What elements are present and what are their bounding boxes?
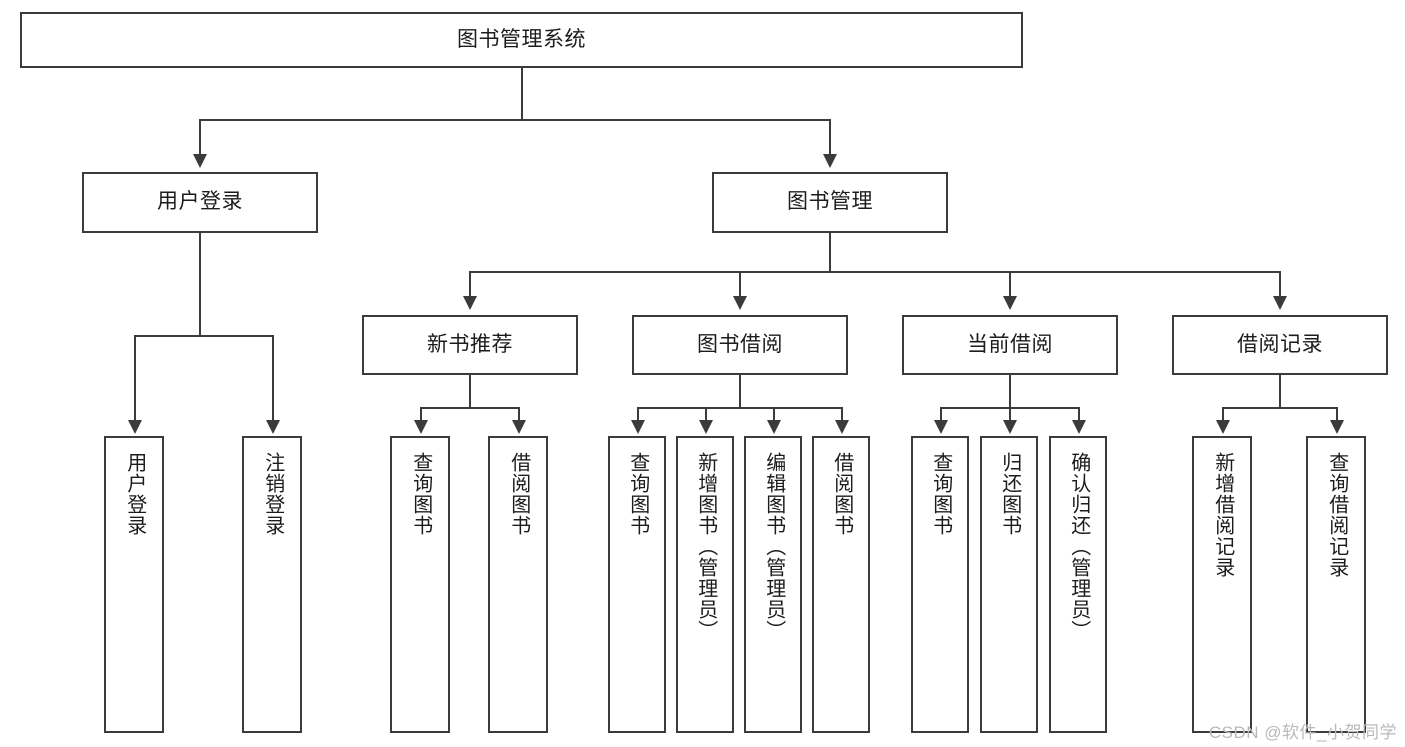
connector-cb-to-leaf-0 — [940, 407, 942, 422]
connector-root-trunk — [521, 68, 523, 119]
arrow-cb-to-leaf-0 — [934, 420, 948, 434]
node-label: 编辑图书（管理员） — [762, 452, 785, 641]
connector-user-login-bar — [134, 335, 274, 337]
node-label: 当前借阅 — [967, 332, 1053, 356]
arrow-bb-to-leaf-1 — [699, 420, 713, 434]
connector-bm-to-current-borrow — [1009, 271, 1011, 298]
arrow-bm-to-current-borrow — [1003, 296, 1017, 310]
connector-user-login-trunk — [199, 233, 201, 335]
node-label: 新书推荐 — [427, 332, 513, 356]
node-label: 用户登录 — [157, 190, 243, 214]
leaf-book-borrow-add-book-admin[interactable]: 新增图书（管理员） — [676, 436, 734, 733]
connector-root-bar — [199, 119, 831, 121]
node-label: 归还图书 — [998, 452, 1021, 536]
leaf-borrow-record-add-record[interactable]: 新增借阅记录 — [1192, 436, 1252, 733]
arrow-bm-to-borrow-record — [1273, 296, 1287, 310]
arrow-root-to-user-login — [193, 154, 207, 168]
connector-nb-to-leaf-1 — [518, 407, 520, 422]
node-new-book-recommend[interactable]: 新书推荐 — [362, 315, 578, 375]
arrow-bb-to-leaf-0 — [631, 420, 645, 434]
connector-bm-to-book-borrow — [739, 271, 741, 298]
connector-book-management-trunk — [829, 233, 831, 271]
leaf-new-book-query-book[interactable]: 查询图书 — [390, 436, 450, 733]
leaf-current-borrow-query-book[interactable]: 查询图书 — [911, 436, 969, 733]
node-label: 新增图书（管理员） — [694, 452, 717, 641]
node-label: 图书管理系统 — [457, 27, 586, 51]
node-root-book-management-system[interactable]: 图书管理系统 — [20, 12, 1023, 68]
connector-cb-to-leaf-2 — [1078, 407, 1080, 422]
node-label: 确认归还（管理员） — [1067, 452, 1090, 641]
connector-user-login-to-leaf-1 — [272, 335, 274, 422]
arrow-root-to-book-management — [823, 154, 837, 168]
connector-borrow-record-trunk — [1279, 375, 1281, 407]
arrow-cb-to-leaf-1 — [1003, 420, 1017, 434]
node-current-borrow[interactable]: 当前借阅 — [902, 315, 1118, 375]
connector-nb-to-leaf-0 — [420, 407, 422, 422]
connector-current-borrow-trunk — [1009, 375, 1011, 407]
leaf-new-book-borrow-book[interactable]: 借阅图书 — [488, 436, 548, 733]
node-label: 查询借阅记录 — [1325, 452, 1348, 578]
connector-bm-to-new-book — [469, 271, 471, 298]
node-label: 图书借阅 — [697, 332, 783, 356]
connector-bb-to-leaf-0 — [637, 407, 639, 422]
arrow-bm-to-new-book-recommend — [463, 296, 477, 310]
connector-bb-to-leaf-1 — [705, 407, 707, 422]
connector-br-to-leaf-1 — [1336, 407, 1338, 422]
arrow-br-to-leaf-1 — [1330, 420, 1344, 434]
node-label: 借阅图书 — [830, 452, 853, 536]
arrow-bb-to-leaf-2 — [767, 420, 781, 434]
node-label: 查询图书 — [409, 452, 432, 536]
leaf-borrow-record-query-record[interactable]: 查询借阅记录 — [1306, 436, 1366, 733]
leaf-book-borrow-borrow-book[interactable]: 借阅图书 — [812, 436, 870, 733]
connector-bb-to-leaf-2 — [773, 407, 775, 422]
connector-root-to-book-management — [829, 119, 831, 156]
arrow-nb-to-leaf-0 — [414, 420, 428, 434]
leaf-book-borrow-query-book[interactable]: 查询图书 — [608, 436, 666, 733]
node-label: 注销登录 — [261, 452, 284, 536]
connector-book-management-bar — [469, 271, 1280, 273]
arrow-user-login-to-leaf-1 — [266, 420, 280, 434]
leaf-user-login-logout[interactable]: 注销登录 — [242, 436, 302, 733]
arrow-nb-to-leaf-1 — [512, 420, 526, 434]
leaf-user-login-login[interactable]: 用户登录 — [104, 436, 164, 733]
leaf-book-borrow-edit-book-admin[interactable]: 编辑图书（管理员） — [744, 436, 802, 733]
node-label: 图书管理 — [787, 190, 873, 214]
arrow-br-to-leaf-0 — [1216, 420, 1230, 434]
connector-user-login-to-leaf-0 — [134, 335, 136, 422]
arrow-cb-to-leaf-2 — [1072, 420, 1086, 434]
connector-cb-to-leaf-1 — [1009, 407, 1011, 422]
connector-bm-to-borrow-record — [1279, 271, 1281, 298]
node-borrow-record[interactable]: 借阅记录 — [1172, 315, 1388, 375]
node-label: 借阅图书 — [507, 452, 530, 536]
connector-root-to-user-login — [199, 119, 201, 156]
node-label: 查询图书 — [626, 452, 649, 536]
connector-borrow-record-bar — [1222, 407, 1338, 409]
node-label: 查询图书 — [929, 452, 952, 536]
connector-bb-to-leaf-3 — [841, 407, 843, 422]
node-book-management[interactable]: 图书管理 — [712, 172, 948, 233]
connector-new-book-trunk — [469, 375, 471, 407]
node-book-borrow[interactable]: 图书借阅 — [632, 315, 848, 375]
connector-new-book-bar — [420, 407, 520, 409]
arrow-bm-to-book-borrow — [733, 296, 747, 310]
connector-br-to-leaf-0 — [1222, 407, 1224, 422]
node-label: 借阅记录 — [1237, 332, 1323, 356]
arrow-bb-to-leaf-3 — [835, 420, 849, 434]
node-label: 用户登录 — [123, 452, 146, 536]
connector-book-borrow-trunk — [739, 375, 741, 407]
arrow-user-login-to-leaf-0 — [128, 420, 142, 434]
node-label: 新增借阅记录 — [1211, 452, 1234, 578]
leaf-current-borrow-return-book[interactable]: 归还图书 — [980, 436, 1038, 733]
connector-book-borrow-bar — [637, 407, 843, 409]
leaf-current-borrow-confirm-return-admin[interactable]: 确认归还（管理员） — [1049, 436, 1107, 733]
node-user-login[interactable]: 用户登录 — [82, 172, 318, 233]
